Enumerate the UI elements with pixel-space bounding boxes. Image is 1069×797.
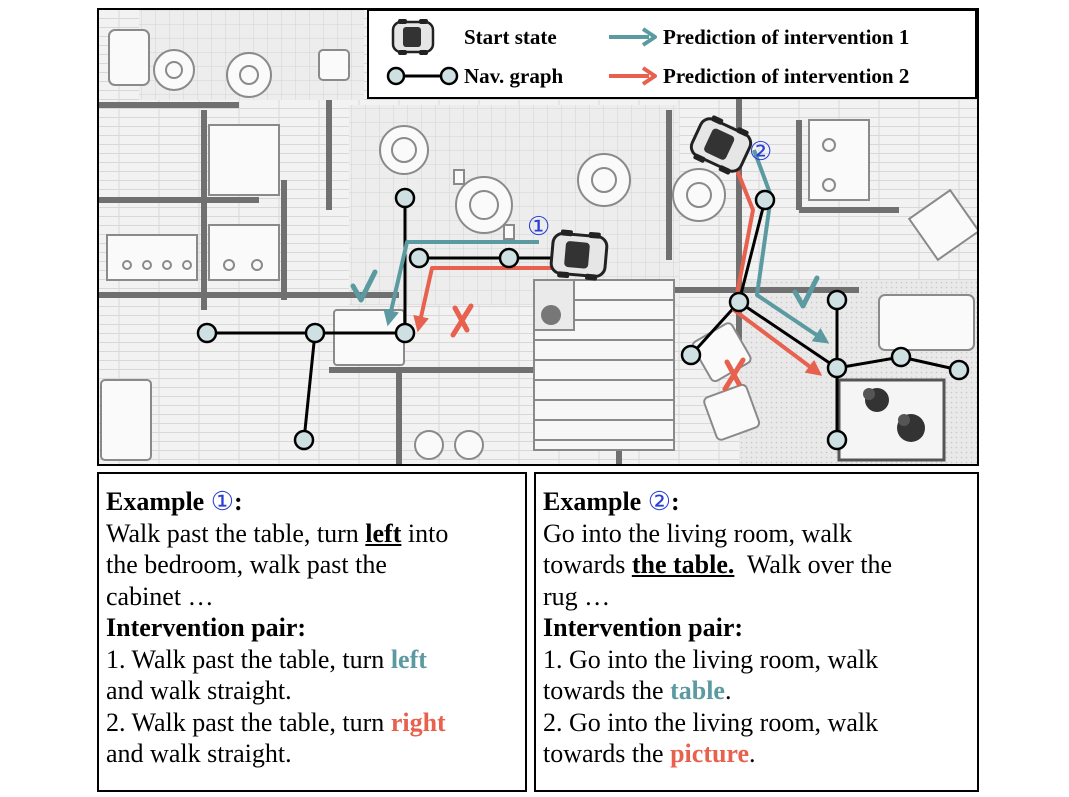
teal-arrow-icon xyxy=(609,27,657,47)
example-1-instruction-line: cabinet … xyxy=(106,581,214,611)
nav-graph-edges xyxy=(207,198,960,441)
plants xyxy=(541,305,925,442)
legend: Start state Nav. graph Prediction of int… xyxy=(367,9,977,99)
nav-graph-nodes xyxy=(196,187,970,451)
example-1-intervention-1: 1. Walk past the table, turn left xyxy=(106,644,427,674)
example-2-intervention-2: towards the picture. xyxy=(543,739,756,768)
check-mark-icon xyxy=(792,275,820,309)
car-icon xyxy=(549,229,609,281)
legend-prediction-1: Prediction of intervention 1 xyxy=(663,25,910,49)
cross-mark-icon xyxy=(722,357,746,392)
legend-prediction-2: Prediction of intervention 2 xyxy=(663,64,910,88)
example-1-instruction-line: the bedroom, walk past the xyxy=(106,550,387,579)
legend-start-state: Start state xyxy=(464,25,557,49)
example-1-intervention-1: and walk straight. xyxy=(106,676,292,705)
marker-2: ② xyxy=(647,487,672,516)
legend-nav-graph: Nav. graph xyxy=(464,64,564,88)
example-2-instruction-line: Go into the living room, walk xyxy=(543,518,853,548)
prediction-path-1 xyxy=(383,149,830,344)
example-1-intervention-2: and walk straight. xyxy=(106,739,292,768)
red-arrow-icon xyxy=(609,66,657,86)
marker-1: ① xyxy=(210,487,235,516)
example-2-instruction-line: towards the table. Walk over the xyxy=(543,550,893,579)
cross-mark-icon xyxy=(450,303,474,338)
example-1-intervention-2: 2. Walk past the table, turn right xyxy=(106,707,446,737)
example-1-panel: Example ①: Walk past the table, turn lef… xyxy=(97,472,527,792)
check-mark-icon xyxy=(350,269,378,303)
example-1-instruction-line: Walk past the table, turn left into xyxy=(106,518,449,548)
marker-1: ① xyxy=(527,212,550,242)
marker-2: ② xyxy=(749,137,772,167)
car-icon xyxy=(689,115,753,175)
example-1-title: Example ①: xyxy=(106,487,243,516)
example-2-intervention-1: 1. Go into the living room, walk xyxy=(543,644,879,674)
example-2-panel: Example ②: Go into the living room, walk… xyxy=(534,472,979,792)
nav-graph-legend-icon xyxy=(386,66,459,86)
example-2-intervention-2: 2. Go into the living room, walk xyxy=(543,707,879,737)
example-1-pair-title: Intervention pair: xyxy=(106,613,307,642)
car-icon xyxy=(391,19,435,55)
example-2-pair-title: Intervention pair: xyxy=(543,613,744,642)
prediction-path-2 xyxy=(413,169,823,376)
example-2-instruction-line: rug … xyxy=(543,581,611,611)
example-2-title: Example ②: xyxy=(543,487,680,516)
example-2-intervention-1: towards the table. xyxy=(543,676,732,705)
